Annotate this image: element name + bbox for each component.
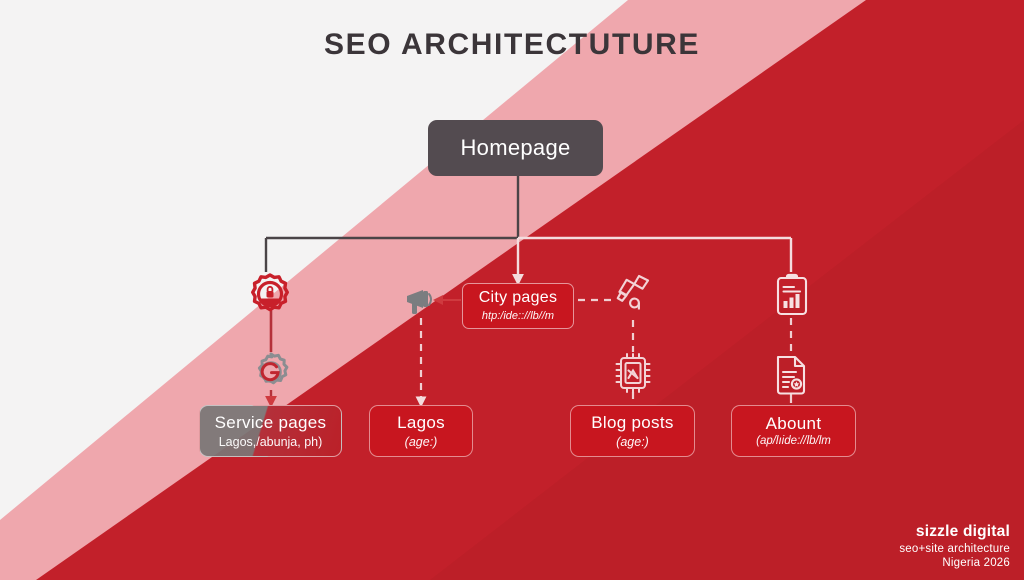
gear-settings-icon — [250, 352, 292, 397]
node-lagos[interactable]: Lagos (age:) — [369, 405, 473, 457]
node-city-pages[interactable]: City pages htp:/ide:://lb//m — [462, 283, 574, 329]
badge-lock-icon — [248, 272, 292, 321]
node-blog-posts[interactable]: Blog posts (age:) — [570, 405, 695, 457]
chip-analytics-icon — [611, 352, 655, 399]
node-abount-title: Abount — [765, 413, 822, 433]
page-title: SEO ARCHITECTUTURE — [323, 28, 701, 61]
node-lagos-subtitle: (age:) — [404, 434, 438, 449]
node-abount-subtitle: (ap/lıide://lb/lm — [756, 435, 831, 448]
clipboard-chart-icon — [773, 272, 811, 323]
node-city-pages-title: City pages — [478, 289, 558, 307]
branding-line-1: sizzle digital — [915, 523, 1010, 541]
branding-block: sizzle digital seo+site architecture Nig… — [899, 523, 1010, 570]
node-homepage-title: Homepage — [460, 135, 571, 161]
node-abount[interactable]: Abount (ap/lıide://lb/lm — [731, 405, 856, 457]
megaphone-icon — [403, 288, 441, 325]
branding-line-3: Nigeria 2026 — [942, 556, 1010, 569]
node-blog-posts-subtitle: (age:) — [616, 434, 649, 449]
node-homepage[interactable]: Homepage — [428, 120, 603, 176]
node-blog-posts-title: Blog posts — [591, 413, 674, 433]
node-service-pages-title: Service pages — [214, 413, 327, 433]
telescope-icon — [612, 272, 656, 323]
document-seal-icon — [772, 353, 810, 400]
node-city-pages-subtitle: htp:/ide:://lb//m — [481, 309, 555, 322]
branding-line-2: seo+site architecture — [899, 542, 1010, 555]
node-service-pages-subtitle: Lagos,/abunja, ph) — [218, 434, 323, 449]
node-service-pages[interactable]: Service pages Lagos,/abunja, ph) — [199, 405, 342, 457]
node-lagos-title: Lagos — [397, 413, 445, 433]
